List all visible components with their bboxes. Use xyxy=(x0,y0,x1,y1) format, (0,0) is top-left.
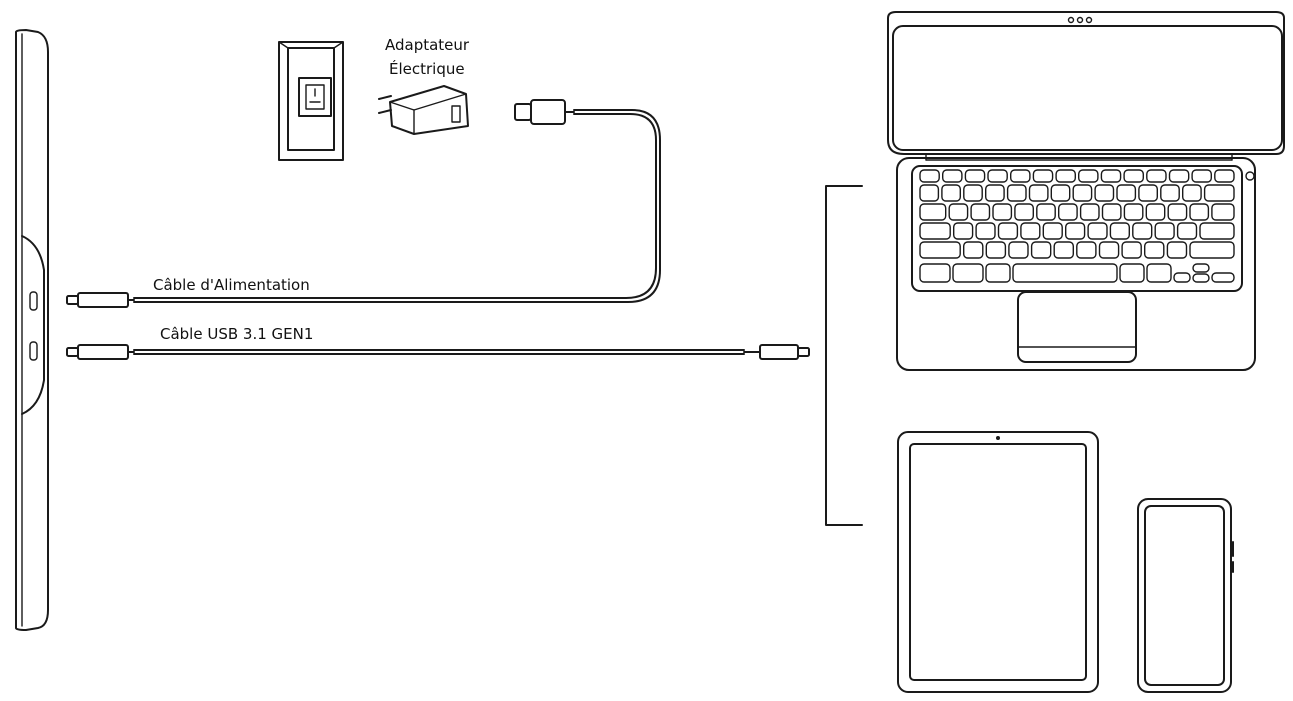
power-cable: Câble d'Alimentation xyxy=(66,99,661,308)
keyboard-key xyxy=(1167,203,1188,221)
keyboard-key xyxy=(1064,222,1086,240)
pen-display-side-view-icon xyxy=(15,29,49,631)
keyboard-key xyxy=(1146,169,1167,183)
keyboard-key xyxy=(1010,169,1031,183)
keyboard-key xyxy=(1072,184,1093,202)
keyboard-key xyxy=(1192,273,1210,283)
keyboard-key xyxy=(1094,184,1115,202)
keyboard-key xyxy=(1203,184,1235,202)
keyboard-key xyxy=(1087,222,1108,240)
power-cable-label: Câble d'Alimentation xyxy=(153,276,310,294)
keyboard-key xyxy=(1160,184,1180,202)
keyboard-key xyxy=(1121,241,1142,259)
keyboard-key xyxy=(919,241,961,259)
keyboard-key xyxy=(1109,222,1131,240)
adapter-label-line2: Électrique xyxy=(389,59,465,78)
keyboard-key xyxy=(1030,241,1052,259)
keyboard-key xyxy=(1032,169,1054,183)
usb-cable-label: Câble USB 3.1 GEN1 xyxy=(160,325,313,343)
keyboard-key xyxy=(1020,222,1041,240)
keyboard-key xyxy=(985,241,1007,259)
device-group-bracket xyxy=(825,185,863,526)
tablet-icon xyxy=(897,431,1099,693)
usb-a-plug xyxy=(514,103,532,121)
keyboard-key xyxy=(1008,241,1029,259)
keyboard-key xyxy=(970,203,991,221)
keyboard-key xyxy=(919,169,940,183)
keyboard-key xyxy=(1189,203,1210,221)
keyboard-key xyxy=(1050,184,1071,202)
keyboard-key xyxy=(1145,203,1166,221)
keyboard-keys xyxy=(919,169,1235,283)
keyboard-key xyxy=(1176,222,1198,240)
usb-cable: Câble USB 3.1 GEN1 xyxy=(66,325,810,360)
keyboard-key xyxy=(952,263,984,283)
keyboard-key xyxy=(992,203,1013,221)
keyboard-key xyxy=(1101,203,1122,221)
keyboard-key xyxy=(1042,222,1063,240)
keyboard-key xyxy=(919,184,940,202)
keyboard-key xyxy=(1154,222,1175,240)
power-adapter-icon: Adaptateur Électrique xyxy=(378,36,470,135)
keyboard-key xyxy=(1098,241,1120,259)
keyboard-key xyxy=(1189,241,1235,259)
usb-c-plug-power xyxy=(77,292,129,308)
keyboard-key xyxy=(963,241,984,259)
usb-c-plug-display-end xyxy=(77,344,129,360)
keyboard-key xyxy=(1211,272,1235,283)
keyboard-key xyxy=(1168,169,1190,183)
keyboard-key xyxy=(1138,184,1159,202)
keyboard-key xyxy=(1146,263,1172,283)
adapter-label-line1: Adaptateur xyxy=(385,36,470,54)
keyboard-key xyxy=(1214,169,1235,183)
keyboard-key xyxy=(1143,241,1165,259)
usb-c-plug-device-end xyxy=(759,344,799,360)
keyboard-key xyxy=(1123,169,1144,183)
keyboard-key xyxy=(1191,169,1212,183)
keyboard-key xyxy=(1211,203,1235,221)
keyboard-key xyxy=(1077,169,1099,183)
keyboard-key xyxy=(953,222,974,240)
keyboard-key xyxy=(941,184,962,202)
keyboard-key xyxy=(1199,222,1235,240)
keyboard-key xyxy=(1100,169,1122,183)
keyboard-key xyxy=(964,169,986,183)
keyboard-key xyxy=(919,222,951,240)
keyboard-key xyxy=(1181,184,1202,202)
keyboard-key xyxy=(997,222,1019,240)
keyboard-key xyxy=(1053,241,1074,259)
keyboard-key xyxy=(942,169,963,183)
keyboard-key xyxy=(1173,272,1191,283)
trackpad xyxy=(1017,291,1137,363)
keyboard-key xyxy=(1192,263,1210,273)
keyboard-key xyxy=(975,222,996,240)
keyboard-key xyxy=(1014,203,1035,221)
keyboard-key xyxy=(1055,169,1076,183)
wall-outlet-icon xyxy=(278,41,344,161)
keyboard-key xyxy=(963,184,983,202)
keyboard-key xyxy=(919,263,951,283)
keyboard-key xyxy=(985,263,1011,283)
keyboard-key xyxy=(1036,203,1056,221)
keyboard-key xyxy=(985,184,1005,202)
phone-icon xyxy=(1137,498,1234,693)
keyboard-key xyxy=(1076,241,1097,259)
keyboard-key xyxy=(1057,203,1078,221)
keyboard-key xyxy=(948,203,969,221)
keyboard-key xyxy=(1132,222,1153,240)
keyboard-key xyxy=(1116,184,1137,202)
keyboard-key xyxy=(1006,184,1027,202)
laptop-icon xyxy=(887,11,1285,371)
keyboard-key xyxy=(1123,203,1144,221)
keyboard-key xyxy=(1079,203,1100,221)
keyboard-key xyxy=(1012,263,1118,283)
keyboard-key xyxy=(987,169,1008,183)
keyboard-key xyxy=(1119,263,1145,283)
usb-c-port-power xyxy=(29,291,38,311)
keyboard-key xyxy=(1166,241,1188,259)
usb-c-port-data xyxy=(29,341,38,361)
keyboard-key xyxy=(919,203,947,221)
keyboard-key xyxy=(1028,184,1049,202)
